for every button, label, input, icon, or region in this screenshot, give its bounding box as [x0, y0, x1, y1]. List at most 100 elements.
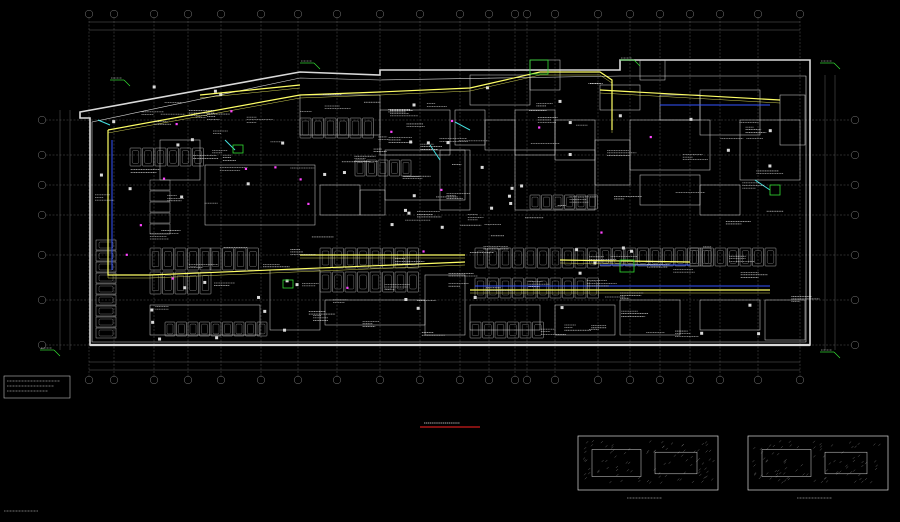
structural-column: [568, 121, 572, 125]
parking-stall: [162, 247, 174, 271]
hatch-stroke: [585, 459, 588, 462]
supply-duct: [599, 89, 781, 101]
axis-bubble: [37, 250, 47, 260]
parking-stall: [529, 194, 541, 210]
hatch-stroke: [813, 479, 816, 482]
parking-stall: [649, 247, 662, 267]
parking-stall: [574, 247, 587, 269]
structural-column: [490, 206, 494, 210]
structural-column: [213, 89, 217, 93]
hatch-stroke: [670, 442, 674, 445]
axis-bubble: [850, 210, 860, 220]
structural-column: [246, 182, 250, 186]
parking-stall: [482, 321, 494, 339]
axis-bubble: [753, 9, 763, 19]
hatch-stroke: [706, 470, 709, 473]
structural-column: [412, 103, 416, 107]
structural-column: [768, 164, 772, 168]
parking-stall: [499, 247, 512, 269]
axis-bubble: [149, 9, 159, 19]
hatch-stroke: [848, 441, 852, 444]
hatch-stroke: [753, 446, 756, 450]
callout-leader: [833, 351, 841, 359]
callout-leader: [53, 349, 61, 357]
hatch-stroke: [763, 457, 766, 460]
hatch-stroke: [601, 459, 604, 463]
hatch-stroke: [658, 475, 661, 478]
device-marker: [175, 122, 178, 126]
car-outline: [514, 250, 522, 266]
notes-legend-box: [3, 375, 71, 399]
structural-column: [409, 140, 413, 144]
hatch-stroke: [775, 472, 779, 476]
drawing-title-block: [4, 422, 480, 512]
car-outline: [339, 120, 347, 136]
hatch-stroke: [597, 470, 600, 474]
axis-bubble: [183, 9, 193, 19]
car-outline: [98, 241, 114, 249]
device-marker: [244, 167, 248, 170]
hatch-stroke: [705, 443, 709, 446]
hatch-stroke: [646, 449, 650, 453]
structural-column: [390, 223, 394, 227]
axis-bubble: [37, 150, 47, 160]
hatch-stroke: [612, 449, 615, 452]
room-outline: [739, 119, 801, 181]
structural-column: [726, 148, 730, 152]
hatch-stroke: [812, 440, 816, 443]
structural-column: [342, 171, 346, 175]
axis-bubble: [753, 375, 763, 385]
hatch-stroke: [835, 471, 839, 474]
room-outline: [514, 109, 556, 156]
hatch-stroke: [704, 441, 708, 444]
hatch-stroke: [697, 449, 700, 452]
car-outline: [202, 275, 209, 291]
hatch-stroke: [788, 440, 791, 443]
car-outline: [589, 250, 597, 266]
car-outline: [577, 280, 584, 296]
parking-stall: [512, 277, 524, 299]
parking-stall: [344, 271, 357, 293]
room-outline: [359, 189, 386, 216]
hatch-stroke: [768, 444, 772, 447]
parking-stall: [319, 271, 332, 293]
structural-column: [158, 337, 162, 341]
hatch-stroke: [681, 444, 684, 447]
axis-bubble: [415, 9, 425, 19]
hatch-stroke: [852, 456, 855, 460]
axis-bubble: [685, 375, 695, 385]
hatch-stroke: [849, 471, 853, 474]
car-outline: [177, 251, 184, 267]
parking-stall: [637, 247, 649, 267]
structural-column: [295, 283, 299, 287]
axis-bubble: [715, 375, 725, 385]
car-outline: [527, 250, 534, 266]
parking-stall: [149, 179, 171, 191]
parking-stall: [587, 277, 599, 299]
car-outline: [704, 250, 712, 264]
supply-duct-edge: [599, 92, 781, 104]
hatch-stroke: [677, 478, 680, 481]
parking-stall: [95, 250, 117, 262]
hatch-stroke: [828, 462, 831, 465]
car-outline: [391, 162, 398, 174]
hatch-stroke: [668, 461, 671, 464]
car-outline: [368, 162, 375, 174]
hatch-stroke: [584, 450, 587, 454]
hatch-stroke: [795, 469, 798, 472]
hatch-stroke: [605, 459, 608, 463]
car-outline: [379, 162, 387, 174]
device-marker: [274, 166, 277, 169]
car-outline: [767, 250, 774, 264]
axis-bubble: [625, 9, 635, 19]
parking-stall: [337, 117, 349, 139]
device-marker: [162, 177, 166, 180]
car-outline: [98, 296, 114, 304]
hatch-stroke: [753, 472, 757, 475]
hatch-stroke: [861, 464, 864, 468]
parking-stall: [727, 247, 739, 267]
parking-stall: [222, 321, 233, 337]
supply-duct: [107, 130, 466, 276]
car-outline: [334, 274, 342, 290]
hatch-stroke: [663, 462, 666, 465]
